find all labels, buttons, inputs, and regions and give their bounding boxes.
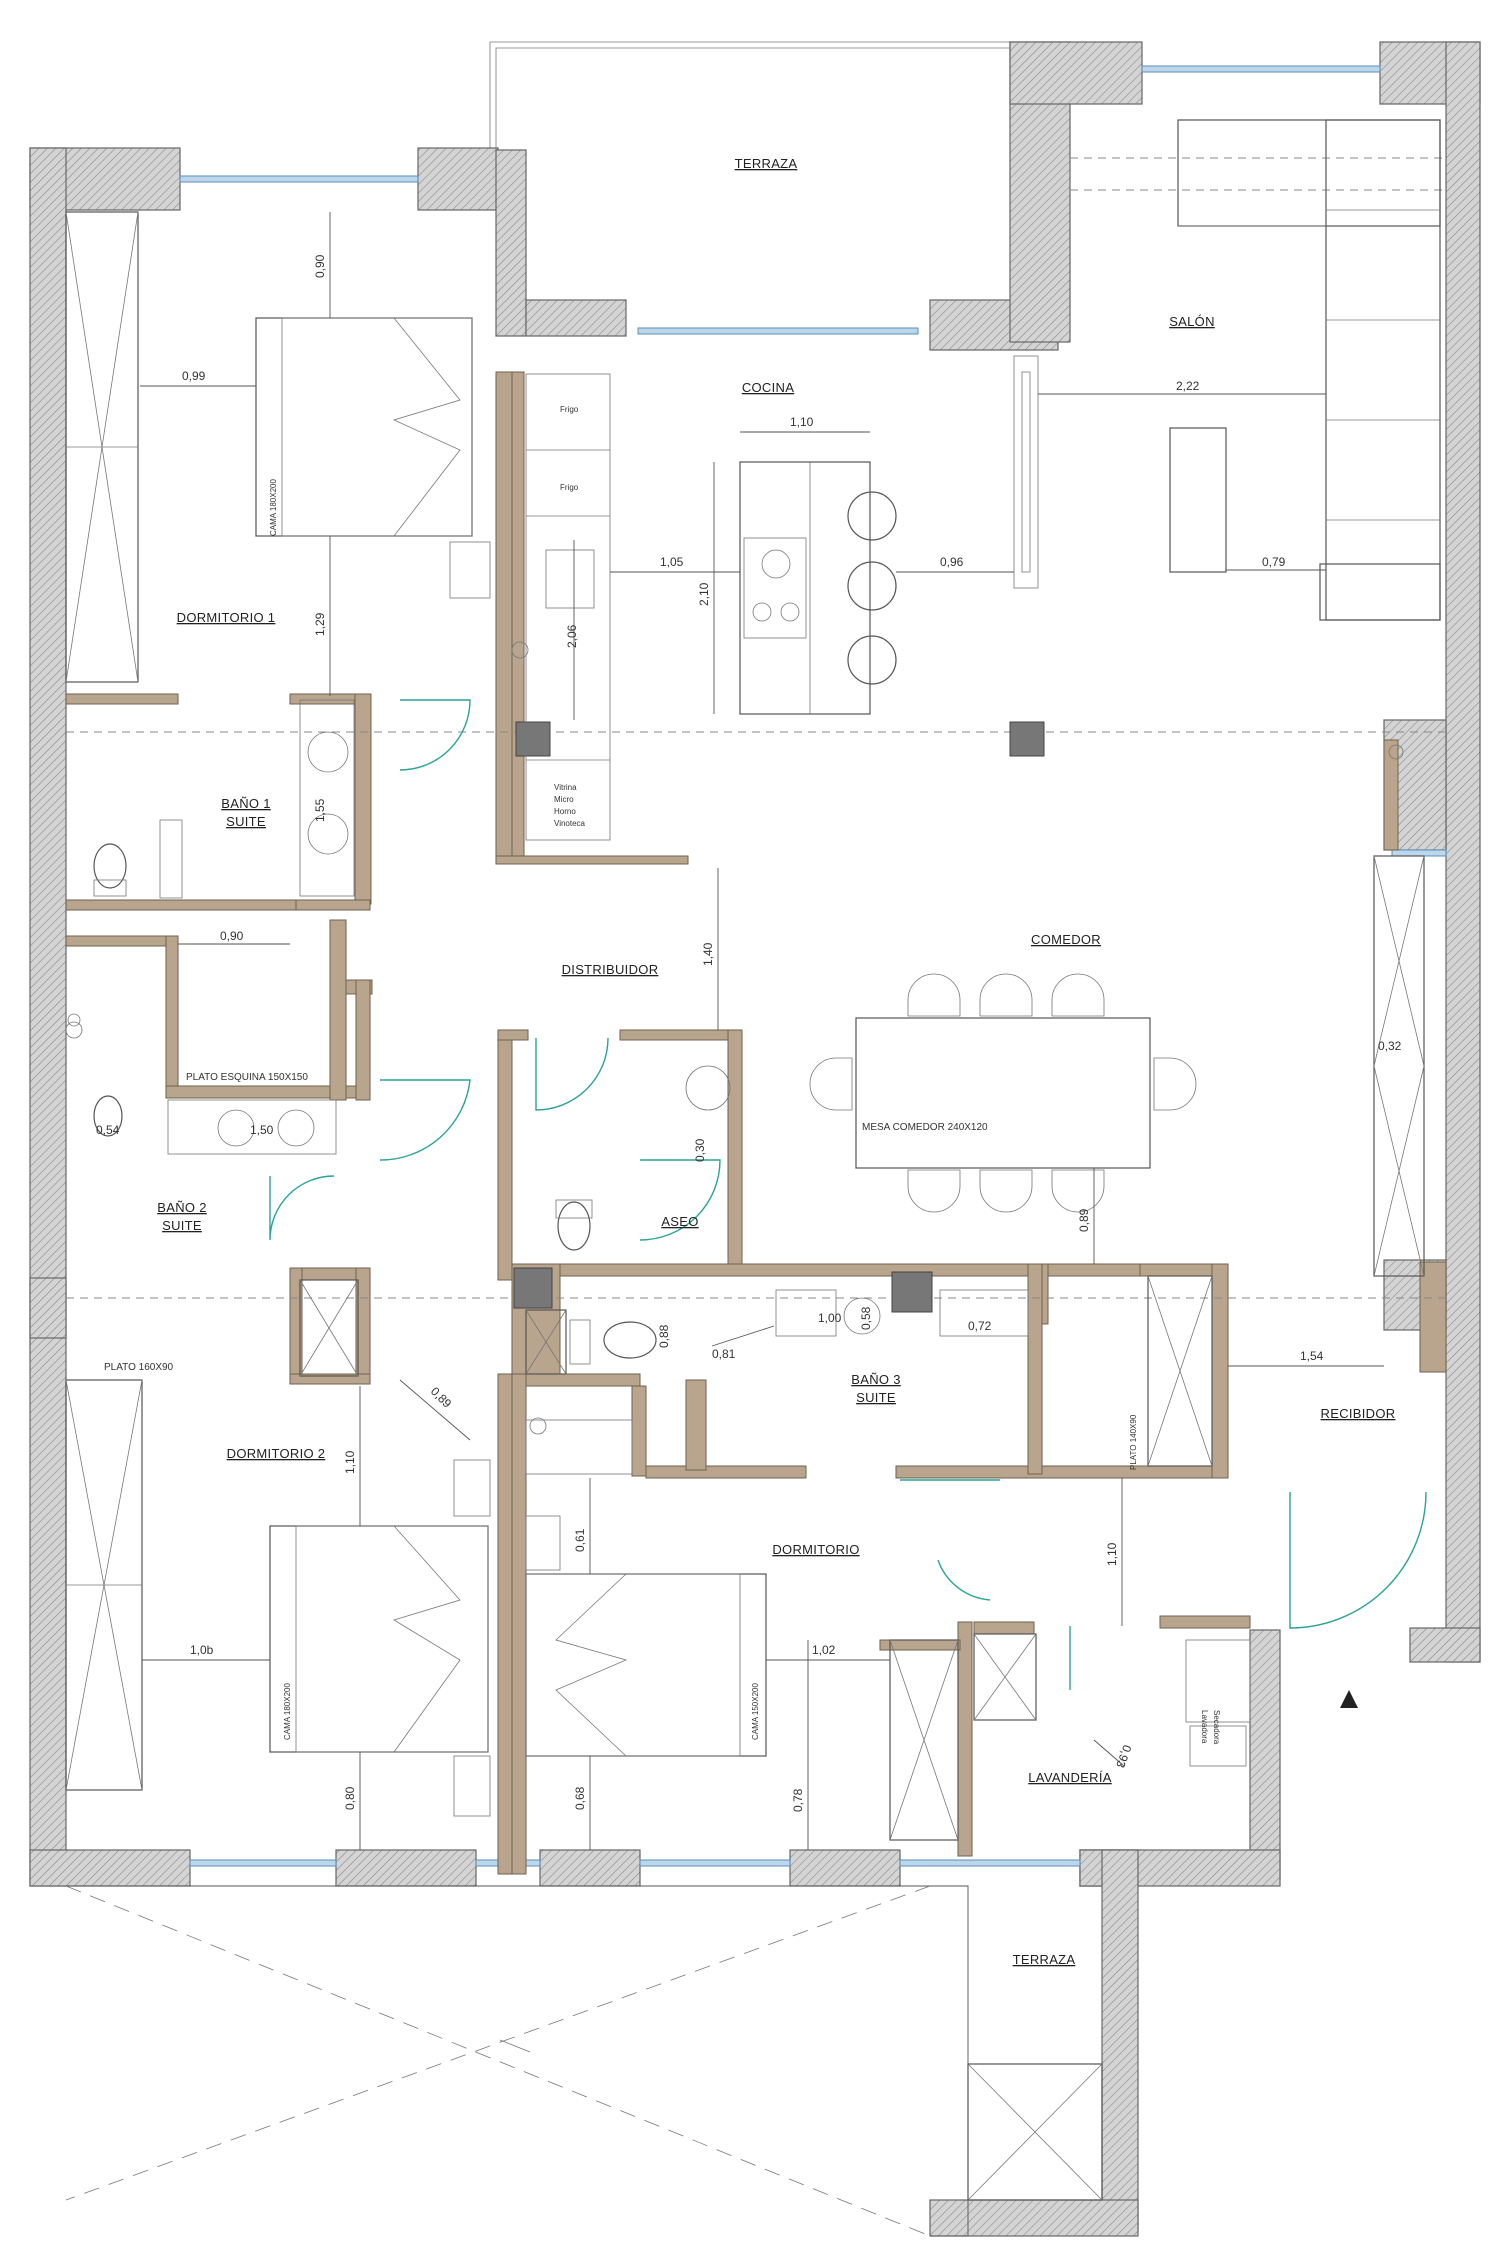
room-terraza-top: TERRAZA [735,156,798,171]
label-plato-160: PLATO 160X90 [104,1362,174,1373]
dim-102: 1,02 [812,1643,836,1657]
dim-10b: 1,0b [190,1643,214,1657]
dim-093: 0,93 [1113,1743,1134,1770]
room-bano-3: BAÑO 3 [851,1372,900,1387]
room-labels: TERRAZA SALÓN COCINA DORMITORIO 1 BAÑO 1… [157,156,1395,1967]
beds [255,317,767,1817]
dim-080: 0,80 [343,1786,357,1810]
bathroom-fixtures [65,699,1404,1767]
room-bano-2-suite: SUITE [162,1218,202,1233]
dim-090-mid: 0,90 [220,929,244,943]
terrace-window [637,327,919,335]
columns [513,721,1045,1313]
dim-100: 1,00 [818,1311,842,1325]
dim-155: 1,55 [313,798,327,822]
outer-walls [29,41,1481,2237]
dim-068: 0,68 [573,1786,587,1810]
label-plato-esquina: PLATO ESQUINA 150X150 [186,1072,308,1083]
room-comedor: COMEDOR [1031,932,1101,947]
room-bano-2: BAÑO 2 [157,1200,206,1215]
dim-072: 0,72 [968,1319,992,1333]
dim-222: 2,22 [1176,379,1200,393]
dim-096: 0,96 [940,555,964,569]
label-frigo-2: Frigo [560,483,579,492]
dim-081: 0,81 [712,1347,736,1361]
label-secadora: Secadora [1212,1710,1221,1745]
dimension-labels: 0,90 0,99 1,29 1,10 1,05 2,10 2,06 0,96 … [96,254,1402,1812]
room-recibidor: RECIBIDOR [1321,1406,1396,1421]
entrance-arrow-icon [1340,1690,1358,1708]
dim-105: 1,05 [660,555,684,569]
dim-061: 0,61 [573,1528,587,1552]
room-distribuidor: DISTRIBUIDOR [562,962,659,977]
dim-150: 1,50 [250,1123,274,1137]
bottom-terrace-outline [65,1885,969,2237]
top-terrace-outline [489,41,1011,335]
dim-090-top: 0,90 [313,254,327,278]
label-micro: Micro [554,795,574,804]
ceiling-lines [66,157,1446,1299]
label-plato-140: PLATO 140X90 [1129,1414,1138,1470]
dim-078: 0,78 [791,1788,805,1812]
dim-054: 0,54 [96,1123,120,1137]
dimension-lines [140,212,1384,1850]
room-bano-3-suite: SUITE [856,1390,896,1405]
dim-206: 2,06 [565,624,579,648]
label-vinoteca: Vinoteca [554,819,586,828]
dim-032: 0,32 [1378,1039,1402,1053]
room-dormitorio-1: DORMITORIO 1 [177,610,276,625]
room-dormitorio: DORMITORIO [772,1542,859,1557]
dim-030: 0,30 [693,1138,707,1162]
doors [269,699,1427,1690]
label-mesa-comedor: MESA COMEDOR 240X120 [862,1122,988,1133]
dim-088: 0,88 [657,1324,671,1348]
dim-140: 1,40 [701,942,715,966]
label-cama-2: CAMA 180X200 [283,1683,292,1740]
dim-154: 1,54 [1300,1349,1324,1363]
room-bano-1-suite: SUITE [226,814,266,829]
windows [179,65,1447,1867]
salon-furniture [1169,119,1441,621]
dim-099: 0,99 [182,369,206,383]
partitions [65,371,1447,1875]
room-cocina: COCINA [742,380,794,395]
dining-furniture [809,973,1197,1213]
kitchen-furniture [511,355,1039,841]
dim-110-dorm2: 1,10 [343,1450,357,1474]
dim-058: 0,58 [859,1306,873,1330]
label-cama-3: CAMA 150X200 [751,1683,760,1740]
closets [65,211,1425,2201]
room-terraza-bottom: TERRAZA [1013,1952,1076,1967]
room-salon: SALÓN [1169,314,1215,329]
dim-110-top: 1,10 [790,415,814,429]
room-dormitorio-2: DORMITORIO 2 [227,1446,326,1461]
room-aseo: ASEO [661,1214,698,1229]
room-bano-1: BAÑO 1 [221,796,270,811]
dim-129: 1,29 [313,612,327,636]
fixture-labels: Frigo Frigo Vitrina Micro Horno Vinoteca… [104,405,1221,1745]
dim-210: 2,10 [697,582,711,606]
dim-110-dorm: 1,10 [1105,1542,1119,1566]
label-frigo-1: Frigo [560,405,579,414]
room-lavanderia: LAVANDERÍA [1028,1770,1111,1785]
label-vitrina: Vitrina [554,783,577,792]
dim-089-right: 0,89 [1077,1208,1091,1232]
label-cama-1: CAMA 180X200 [269,479,278,536]
label-horno: Horno [554,807,576,816]
dim-079: 0,79 [1262,555,1286,569]
label-lavadora: Lavadora [1200,1710,1209,1744]
